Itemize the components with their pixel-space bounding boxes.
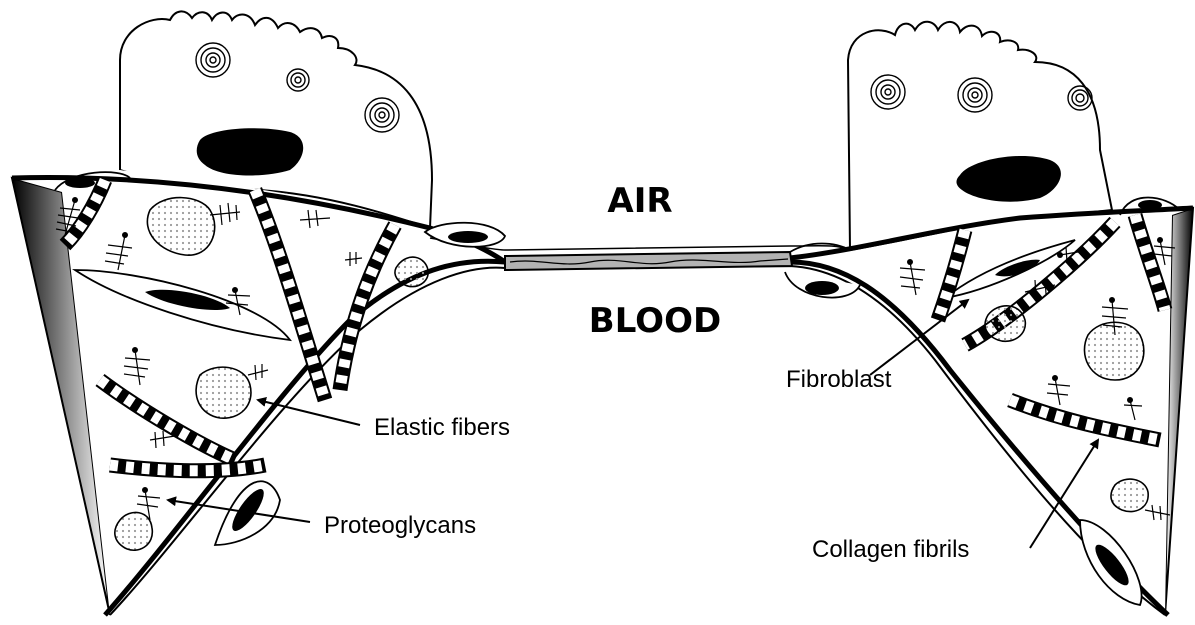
left-top-nucleus [65,178,95,188]
left-type1-nucleus [448,231,488,243]
collagen-fibrils-label: Collagen fibrils [812,536,969,563]
left-type2-nucleus [197,128,303,175]
center-endothelial-nucleus [805,281,839,295]
elastic-fiber [985,306,1025,342]
right-top-nucleus [1138,200,1162,210]
blood-label: BLOOD [589,301,721,341]
elastic-fiber [196,367,251,418]
left-interstitium [12,170,500,615]
air-blood-barrier [505,252,792,270]
proteoglycans-label: Proteoglycans [324,512,476,539]
elastic-fibers-label: Elastic fibers [374,414,510,441]
elastic-fiber [1111,479,1148,511]
air-label: AIR [607,181,672,221]
